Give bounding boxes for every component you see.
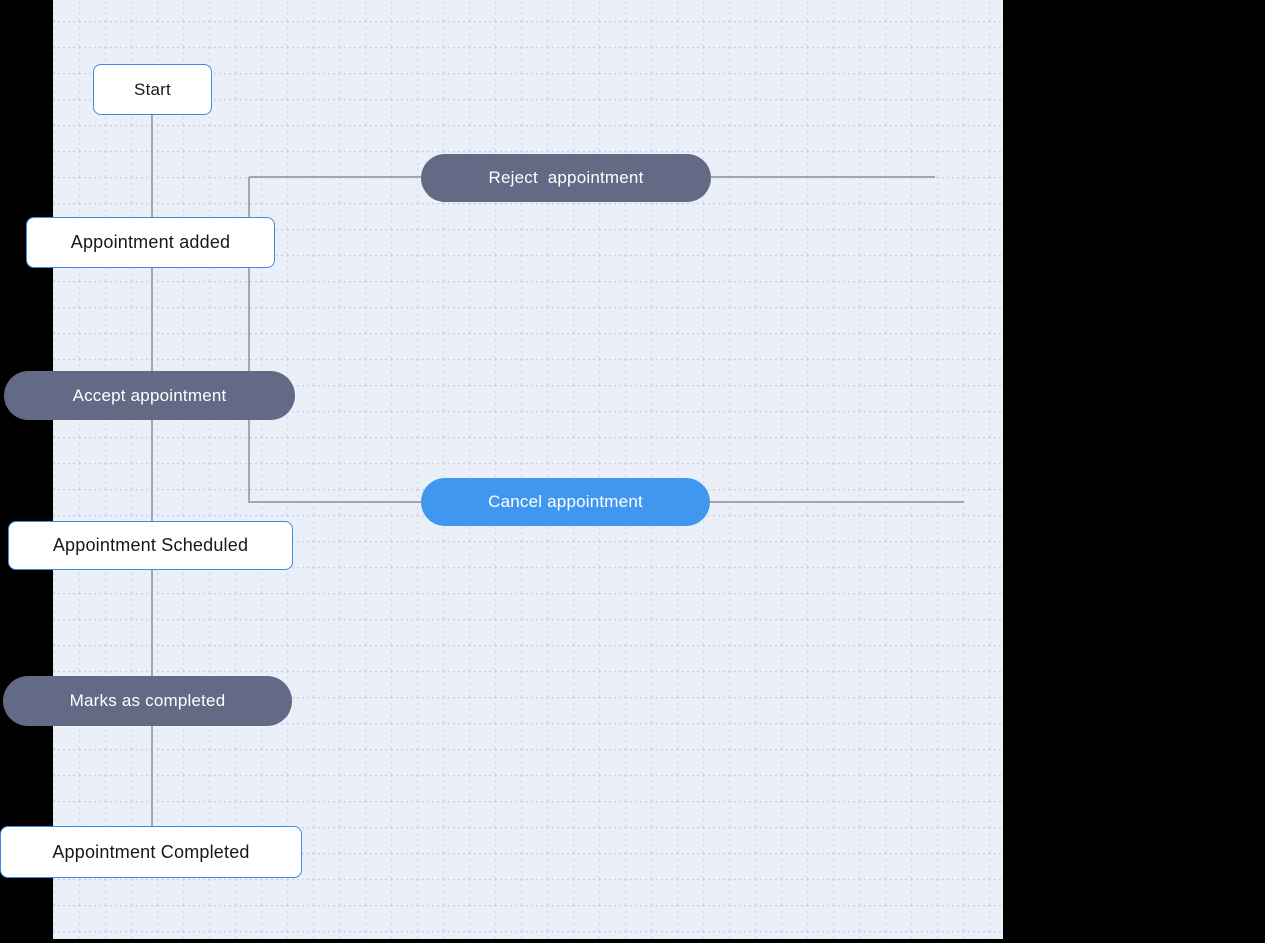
action-pill-accept-appointment[interactable]: Accept appointment <box>4 371 295 420</box>
state-node-appointment-scheduled[interactable]: Appointment Scheduled <box>8 521 293 570</box>
connector-branch-vertical <box>248 177 250 503</box>
state-node-appointment-completed[interactable]: Appointment Completed <box>0 826 302 878</box>
state-node-appointment-added[interactable]: Appointment added <box>26 217 275 268</box>
action-pill-marks-as-completed[interactable]: Marks as completed <box>3 676 292 726</box>
blueprint-canvas[interactable] <box>53 0 1003 939</box>
grid-pattern <box>53 0 1003 939</box>
state-node-start[interactable]: Start <box>93 64 212 115</box>
connector-main-flow <box>151 115 153 826</box>
action-pill-cancel-appointment[interactable]: Cancel appointment <box>421 478 710 526</box>
action-pill-reject-appointment[interactable]: Reject appointment <box>421 154 711 202</box>
